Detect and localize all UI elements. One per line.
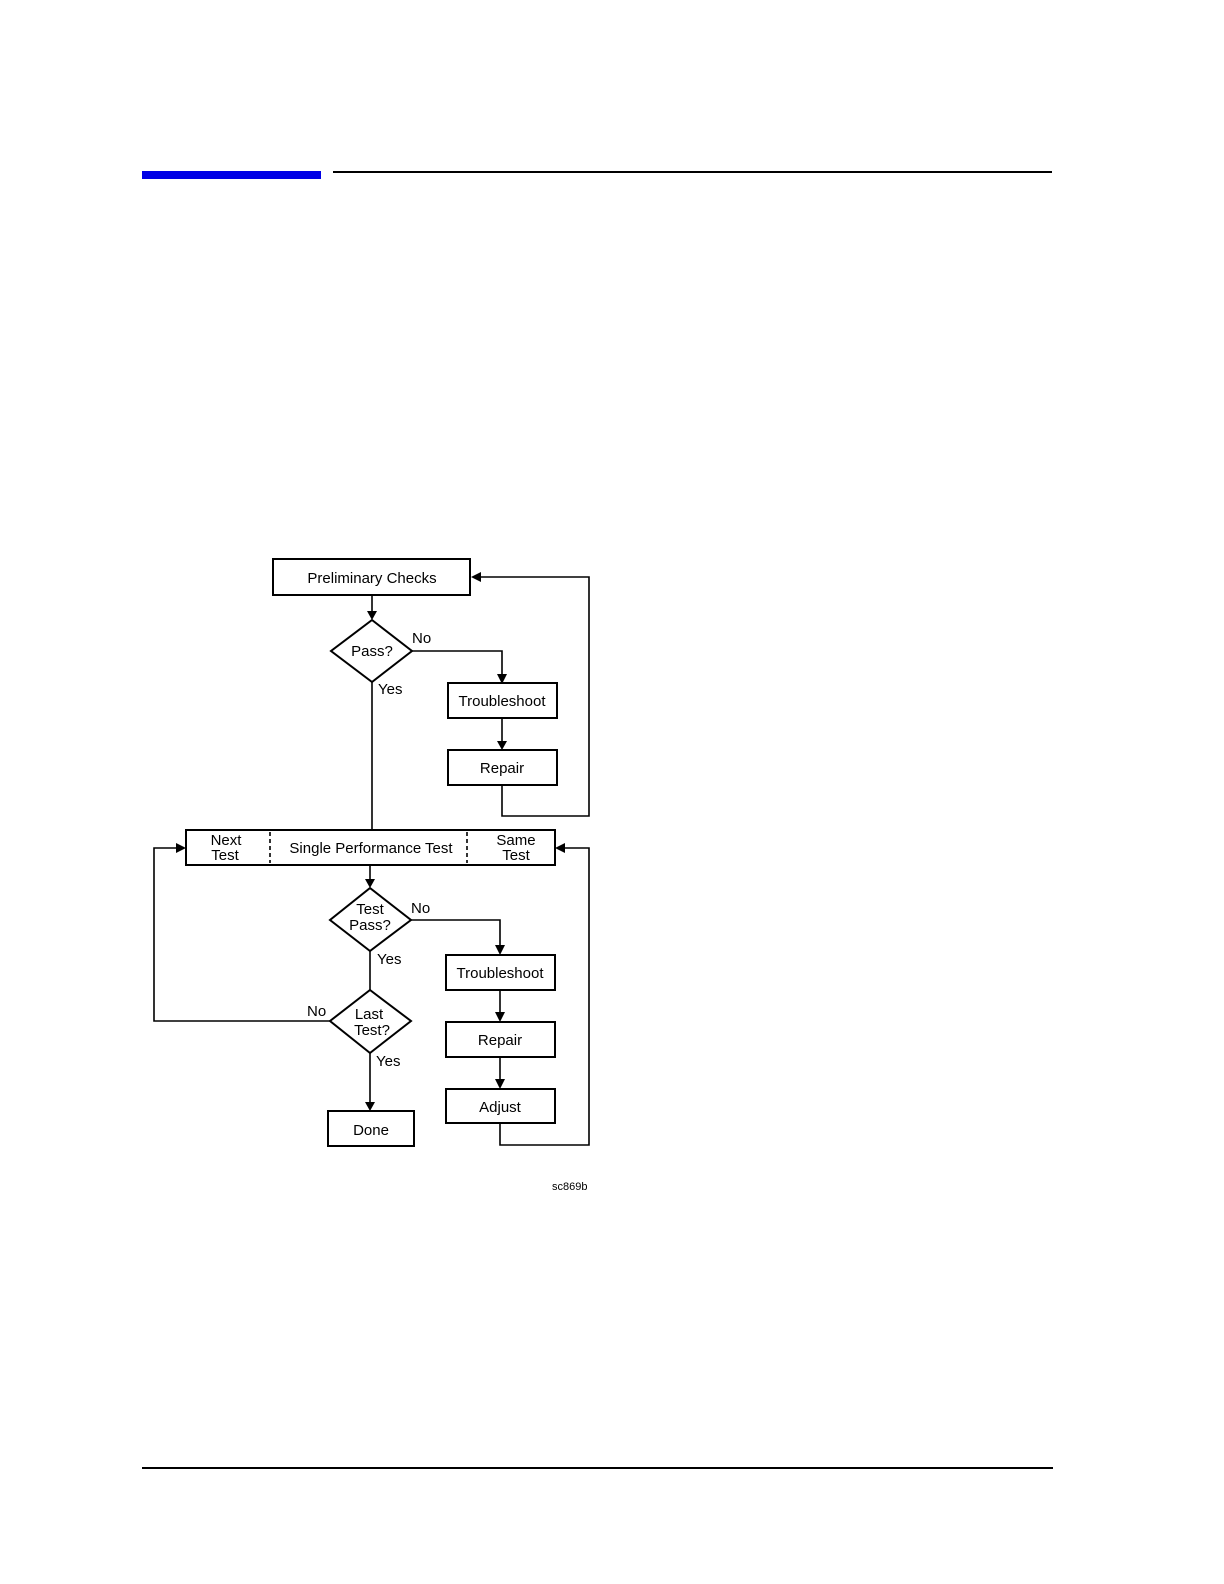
next-test-label-line2: Test [211,847,239,864]
arrowhead-down [495,1079,505,1089]
test-pass-label-line2: Pass? [349,917,391,934]
repair-label-1: Repair [480,760,524,777]
test-pass-yes-label: Yes [377,951,401,968]
figure-id-label: sc869b [552,1181,587,1193]
pass-no-label: No [412,630,431,647]
last-test-no-label: No [307,1003,326,1020]
arrowhead-down [365,879,375,888]
arrowhead-down [497,741,507,750]
repair-label-2: Repair [478,1032,522,1049]
arrowhead-left [471,572,481,582]
adjust-label: Adjust [479,1099,522,1116]
preliminary-checks-label: Preliminary Checks [307,570,436,587]
test-pass-no-label: No [411,900,430,917]
last-test-label-line1: Last [355,1006,384,1023]
pass-decision-label: Pass? [351,643,393,660]
troubleshoot-label-2: Troubleshoot [457,965,545,982]
troubleshoot-label-1: Troubleshoot [459,693,547,710]
last-test-label-line2: Test? [354,1022,390,1039]
pass-yes-label: Yes [378,681,402,698]
footer-rule [142,1467,1053,1469]
connector-testpass-no [411,920,500,946]
arrowhead-down [367,611,377,620]
connector-lasttest-no [154,848,330,1021]
connector-pass-no [412,651,502,675]
single-performance-test-label: Single Performance Test [289,840,453,857]
test-pass-label-line1: Test [356,901,384,918]
arrowhead-left [555,843,565,853]
arrowhead-right [176,843,186,853]
arrowhead-down [495,1012,505,1022]
last-test-yes-label: Yes [376,1053,400,1070]
same-test-label-line2: Test [502,847,530,864]
arrowhead-down [495,945,505,955]
done-label: Done [353,1122,389,1139]
arrowhead-down [365,1102,375,1111]
